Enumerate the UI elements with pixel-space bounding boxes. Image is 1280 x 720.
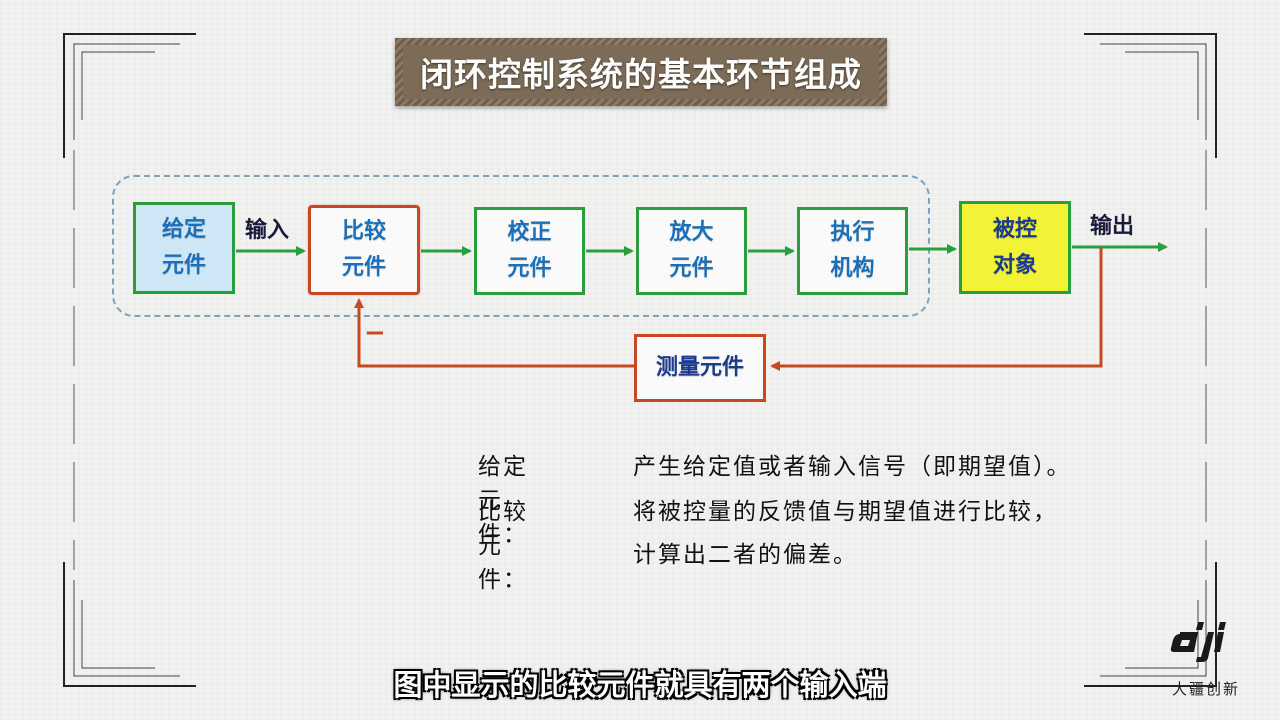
input-label: 输入 xyxy=(245,218,290,243)
frame-corner-bottom-left xyxy=(63,562,196,687)
block-controlled-object: 被控 对象 xyxy=(959,201,1071,294)
description-text: 产生给定值或者输入信号（即期望值）。 xyxy=(633,454,1072,480)
block-measurement-element: 测量元件 xyxy=(634,334,766,402)
block-comparison-element: 比较 元件 xyxy=(308,205,420,295)
feedback-path-plant-to-measure xyxy=(770,247,1103,371)
block-amplifier-element: 放大 元件 xyxy=(636,207,747,295)
negative-feedback-sign: − xyxy=(364,318,386,348)
frame-corner-top-left xyxy=(63,33,196,158)
video-subtitle: 图中显示的比较元件就具有两个输入端 xyxy=(393,668,887,702)
description-term: 比较元件： xyxy=(478,499,528,593)
title-banner: 闭环控制系统的基本环节组成 xyxy=(395,38,887,106)
block-correction-element: 校正 元件 xyxy=(474,207,585,295)
description-text: 将被控量的反馈值与期望值进行比较， xyxy=(633,499,1058,525)
page-title: 闭环控制系统的基本环节组成 xyxy=(420,55,862,94)
description-text: 计算出二者的偏差。 xyxy=(633,542,858,568)
dji-logo xyxy=(1170,622,1226,662)
block-actuator: 执行 机构 xyxy=(797,207,908,295)
output-label: 输出 xyxy=(1090,214,1135,239)
frame-corner-top-right xyxy=(1084,33,1217,158)
block-given-element: 给定 元件 xyxy=(133,202,235,294)
logo-caption: 大疆创新 xyxy=(1172,680,1241,698)
feedback-path-measure-to-compare xyxy=(354,298,634,368)
controller-group-outline xyxy=(112,175,930,317)
description-term: 给定元件： xyxy=(478,454,528,548)
frame-side-right xyxy=(1205,150,1207,570)
frame-side-left xyxy=(73,150,75,570)
